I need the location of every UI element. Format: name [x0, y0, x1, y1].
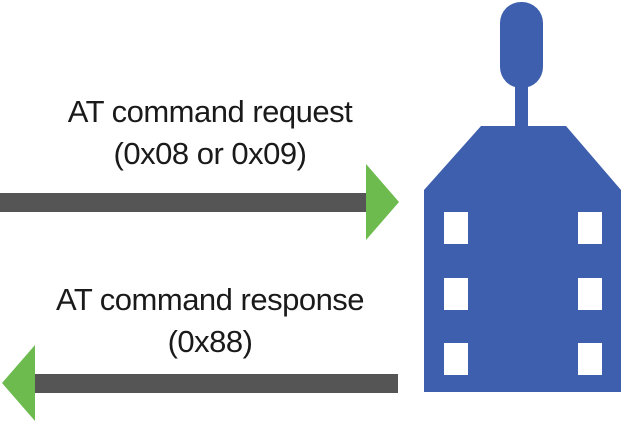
device-window-right-3	[578, 343, 602, 375]
device-window-left-2	[444, 278, 468, 310]
device-window-right-2	[578, 278, 602, 310]
response-label-title: AT command response	[55, 282, 365, 317]
request-label-title: AT command request	[67, 94, 353, 129]
device-window-left-1	[444, 212, 468, 244]
request-arrow-head	[366, 164, 399, 240]
antenna-tip	[500, 2, 543, 88]
request-label: AT command request (0x08 or 0x09)	[0, 91, 420, 175]
request-arrow-shaft	[0, 193, 368, 212]
request-label-frame-types: (0x08 or 0x09)	[113, 136, 307, 171]
device-body	[424, 126, 621, 392]
radio-module-icon	[424, 2, 621, 392]
response-arrow-shaft	[33, 374, 398, 393]
antenna-stem	[515, 86, 528, 128]
response-arrow-icon	[2, 345, 398, 421]
request-arrow-icon	[0, 164, 399, 240]
device-window-left-3	[444, 343, 468, 375]
response-label: AT command response (0x88)	[0, 279, 420, 363]
response-label-frame-type: (0x88)	[167, 324, 253, 359]
response-arrow-head	[2, 345, 35, 421]
device-window-right-1	[578, 212, 602, 244]
